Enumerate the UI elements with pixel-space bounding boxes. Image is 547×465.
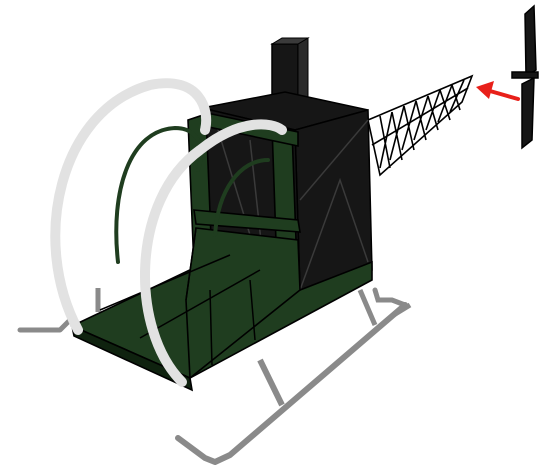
front-skid-rail (175, 302, 408, 465)
rear-skid-strut-right (357, 289, 378, 326)
floor-front-face (70, 324, 194, 392)
cabin-frame-lines (214, 119, 369, 291)
tail-boom-outline (367, 74, 474, 177)
front-skid (175, 302, 412, 465)
arrow-head (476, 81, 494, 99)
tail-rotor-hub (511, 71, 539, 79)
tail-boom-bracing (379, 79, 465, 169)
exhaust-top (270, 37, 310, 45)
canopy-arch-front-inner (213, 158, 270, 237)
canopy-arch-front (140, 119, 287, 387)
canopy (50, 78, 287, 387)
canopy-arch-outer (50, 78, 212, 335)
tail-boom-truss (367, 74, 474, 177)
tail-rotor-blade-bottom (521, 76, 535, 150)
tail-rotor-blade-top (524, 4, 537, 78)
floor-seams (99, 227, 261, 366)
rear-skid-rail (17, 315, 75, 333)
callout-arrow (476, 81, 520, 101)
arrow-left-icon (488, 89, 520, 101)
rear-skid-rail-right (372, 287, 408, 308)
tail-rotor (511, 4, 539, 150)
rear-skid (17, 287, 408, 333)
frame-mid-bar (193, 209, 301, 233)
front-skid-strut-left (257, 358, 285, 407)
